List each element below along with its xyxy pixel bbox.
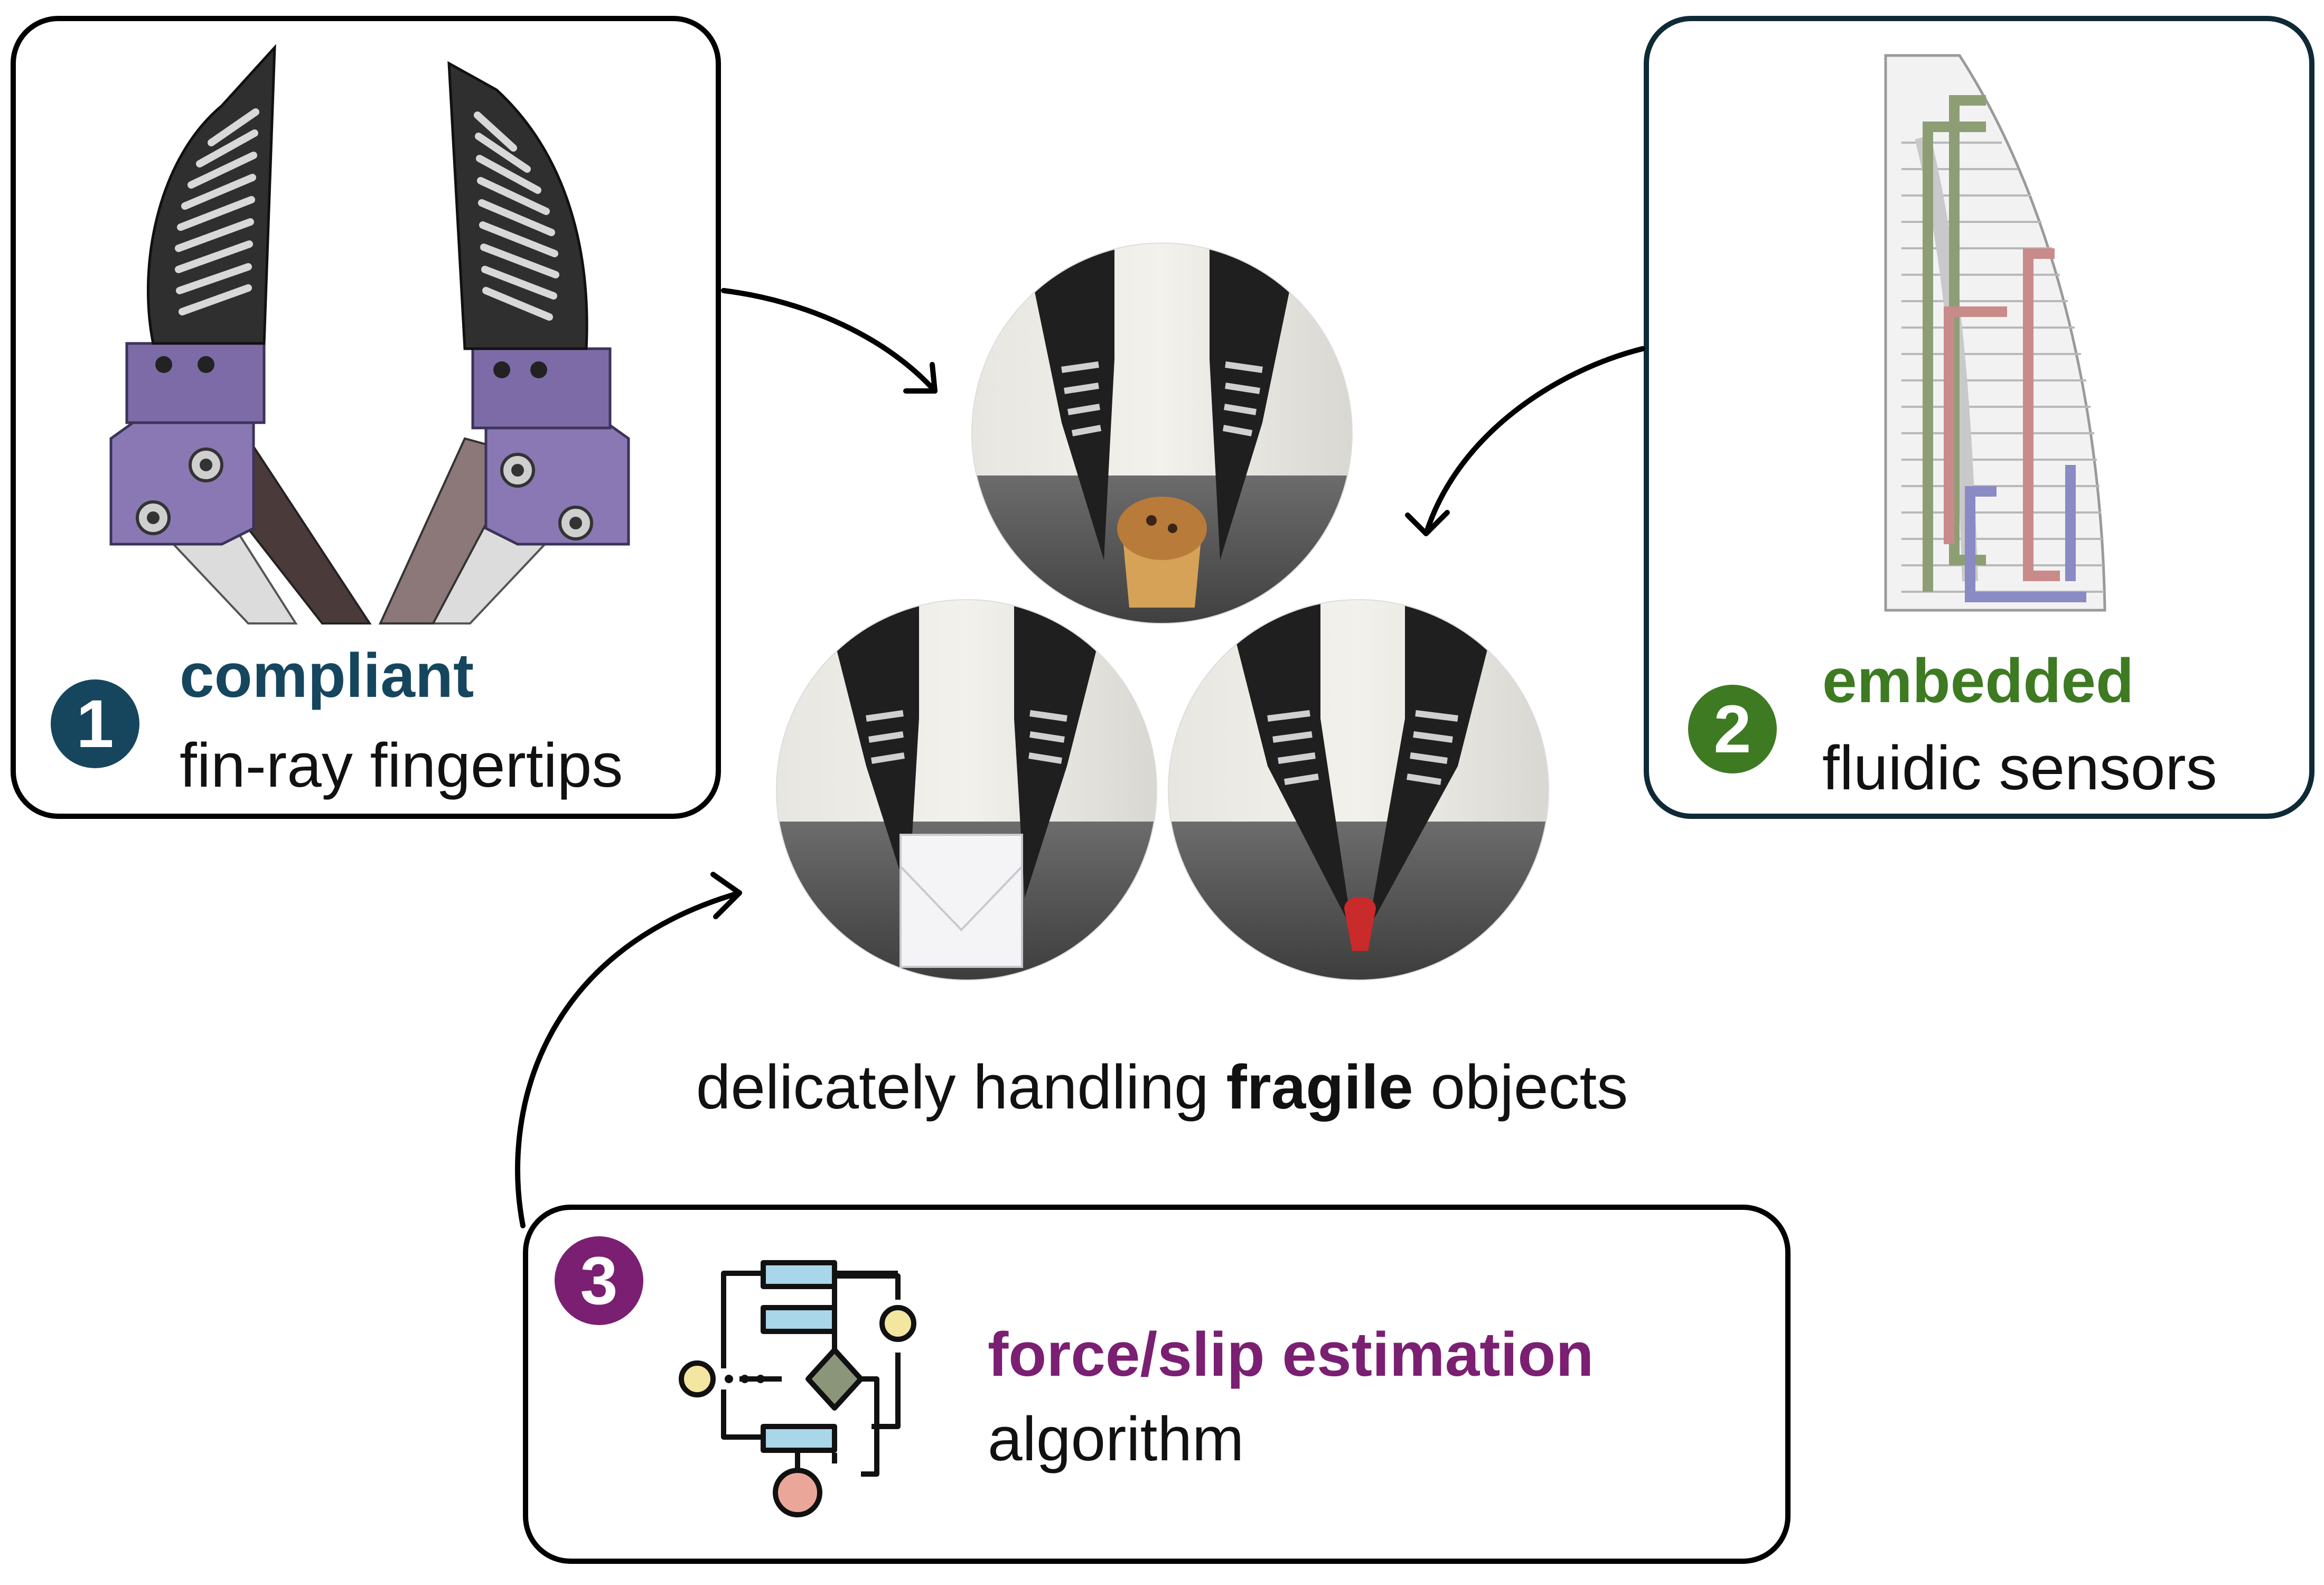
p3-title: force/slip estimation xyxy=(988,1320,1594,1390)
muffin-grasp-photo xyxy=(972,243,1352,623)
badge-number-3: 3 xyxy=(555,1236,643,1325)
caption-before: delicately handling xyxy=(696,1052,1226,1122)
main-caption: delicately handling fragile objects xyxy=(0,1051,2324,1123)
strawberry-grasp-photo xyxy=(1168,600,1549,980)
paper-box-grasp-photo xyxy=(776,600,1157,980)
p3-subtitle: algorithm xyxy=(988,1404,1244,1474)
caption-after: objects xyxy=(1413,1052,1628,1122)
caption-emphasis: fragile xyxy=(1226,1052,1413,1122)
panel-force-slip-algorithm xyxy=(523,1205,1791,1564)
p1-subtitle: fin-ray fingertips xyxy=(180,731,623,800)
p2-subtitle: fluidic sensors xyxy=(1822,733,2217,803)
arrow-icon xyxy=(515,288,1645,1228)
badge-number-2: 2 xyxy=(1688,685,1777,773)
p1-title: compliant xyxy=(180,641,474,711)
fluidic-sensor-cad-image xyxy=(1884,54,2106,612)
flowchart-icon xyxy=(679,1260,916,1517)
p2-title: embedded xyxy=(1822,646,2134,716)
gripper-cad-image xyxy=(109,44,630,624)
badge-number-1: 1 xyxy=(51,679,139,768)
flowchart-dots xyxy=(725,1375,765,1383)
